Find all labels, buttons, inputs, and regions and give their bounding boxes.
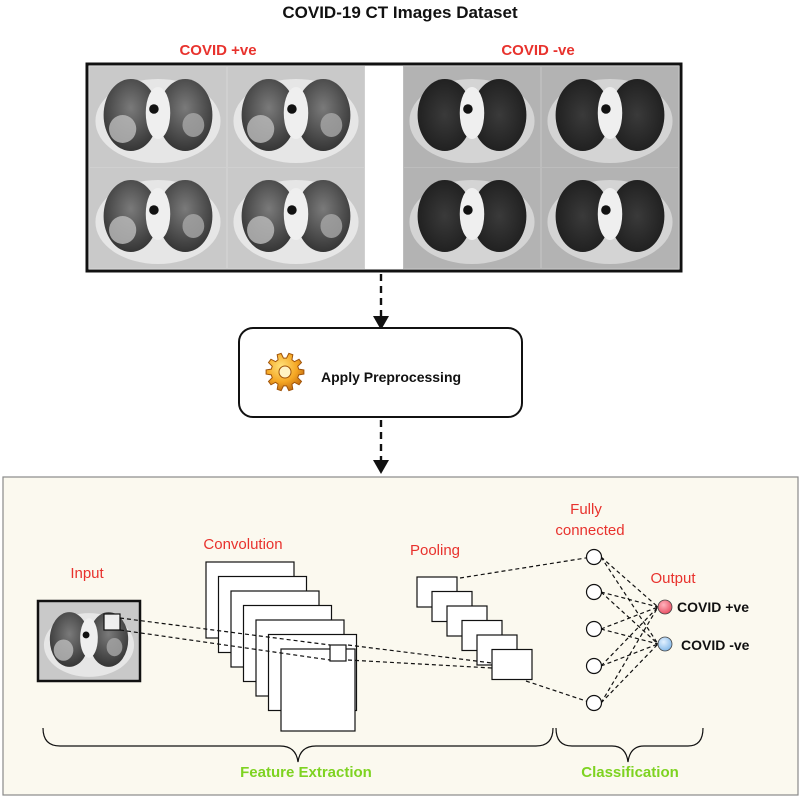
output-positive-label: COVID +ve (677, 599, 749, 615)
input-lungs-scan (40, 603, 138, 679)
ct-scan-negative-1 (404, 67, 540, 167)
gear-icon (265, 352, 305, 392)
flow-arrow-1-head (373, 316, 389, 330)
fc-node-5 (585, 694, 603, 712)
ct-scan-positive-2 (228, 67, 364, 167)
pooling-label: Pooling (410, 542, 460, 559)
ct-scan-positive-1 (90, 67, 226, 167)
convolution-feature-maps (205, 561, 358, 732)
feature-extraction-label: Feature Extraction (240, 764, 372, 781)
pooling-feature-maps (416, 576, 533, 681)
classification-brace (555, 727, 704, 763)
fc-connection-3-1 (600, 606, 659, 630)
fc-node-2 (585, 583, 603, 601)
fully-connected-label-line1: Fully (570, 501, 602, 518)
conv-kernel-window (329, 644, 347, 662)
preprocessing-box: Apply Preprocessing (238, 327, 523, 418)
fully-connected-label-line2: connected (555, 522, 624, 539)
feature-extraction-brace (42, 727, 554, 763)
connector-pool-fc-bottom (525, 680, 593, 704)
connector-pool-fc-top (459, 556, 593, 579)
ct-image-panel (85, 62, 683, 273)
cnn-panel: Input Convolution Pooling Fully connecte… (2, 476, 799, 796)
connector-input-conv-bottom (119, 629, 331, 661)
ct-scan-positive-3 (90, 168, 226, 268)
ct-scan-negative-3 (404, 168, 540, 268)
ct-scan-positive-4 (228, 168, 364, 268)
preprocessing-label: Apply Preprocessing (321, 369, 461, 385)
flow-arrow-2-head (373, 460, 389, 474)
fc-connection-5-1 (600, 606, 659, 704)
fc-node-1 (585, 548, 603, 566)
connector-conv-pool-top (347, 644, 493, 664)
ct-scan-negative-2 (542, 67, 678, 167)
fully-connected-layer (585, 548, 659, 712)
input-label: Input (70, 565, 104, 582)
classification-label: Classification (581, 764, 679, 781)
ct-scan-negative-4 (542, 168, 678, 268)
fc-connection-1-1 (600, 556, 659, 608)
output-node-negative (657, 636, 673, 652)
dataset-title: COVID-19 CT Images Dataset (282, 3, 518, 22)
connector-conv-pool-bottom (347, 659, 493, 669)
fc-connection-1-2 (600, 556, 659, 645)
input-kernel-window (103, 613, 121, 631)
output-node-positive (657, 599, 673, 615)
output-negative-label: COVID -ve (681, 637, 750, 653)
fc-connection-4-2 (600, 643, 659, 667)
pool-feature-map-6 (491, 648, 533, 681)
fc-node-4 (585, 657, 603, 675)
fc-connection-3-2 (600, 628, 659, 645)
output-label: Output (650, 570, 696, 587)
input-ct-image (36, 599, 142, 683)
convolution-label: Convolution (203, 536, 282, 553)
fc-connection-2-1 (600, 591, 659, 608)
fc-node-3 (585, 620, 603, 638)
conv-feature-map-7 (280, 648, 356, 732)
covid-negative-header: COVID -ve (501, 42, 574, 59)
covid-positive-header: COVID +ve (179, 42, 256, 59)
connector-input-conv-top (119, 617, 331, 646)
